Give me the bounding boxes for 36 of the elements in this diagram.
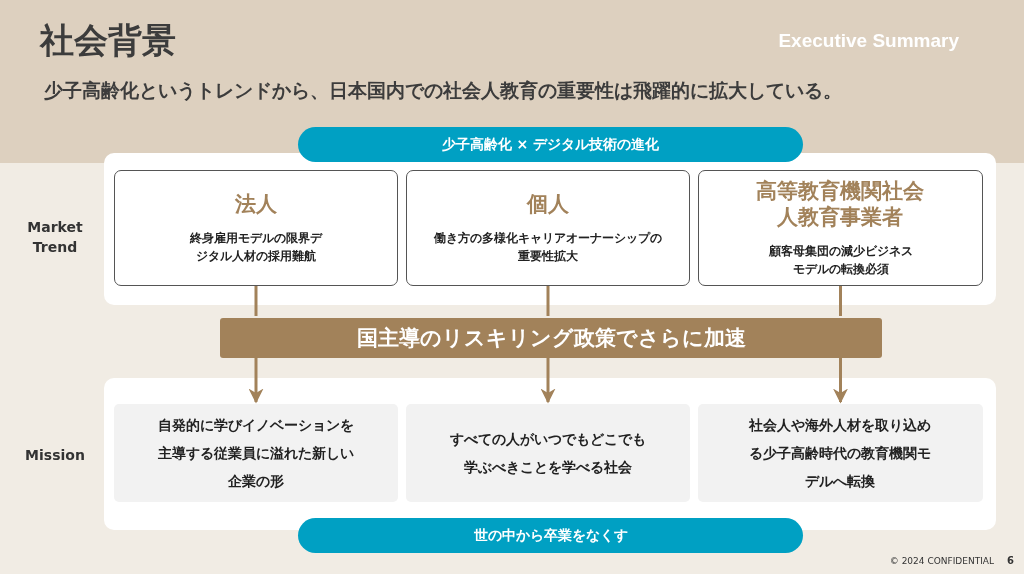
card-text: すべての人がいつでもどこでも学ぶべきことを学べる社会 — [449, 430, 647, 477]
banner-text: 国主導のリスキリング政策でさらに加速 — [356, 325, 746, 352]
arrow — [248, 358, 264, 404]
banner-text: 世の中から卒業をなくす — [473, 526, 628, 545]
trend-card — [114, 170, 398, 286]
row-label: Market Trend — [26, 218, 84, 258]
card-title: 高等教育機関社会人教育事業者 — [755, 177, 926, 231]
theme-banner — [298, 518, 803, 553]
trend-card — [406, 170, 690, 286]
footer-text: © 2024 CONFIDENTIAL — [889, 556, 994, 566]
card-title: 法人 — [235, 190, 277, 218]
card-text: 顧客母集団の減少ビジネスモデルの転換必須 — [767, 243, 914, 279]
page-title: 社会背景 — [40, 19, 176, 62]
mission-card — [406, 404, 690, 502]
row-label: Mission — [24, 447, 86, 463]
connector-line — [254, 286, 258, 316]
trend-card — [698, 170, 983, 286]
connector-line — [546, 286, 550, 316]
card-text: 社会人や海外人材を取り込める少子高齢時代の教育機関モデルへ転換 — [748, 416, 933, 491]
card-text: 自発的に学びイノベーションを主導する従業員に溢れた新しい企業の形 — [157, 416, 355, 491]
mission-card — [114, 404, 398, 502]
mission-card — [698, 404, 983, 502]
connector-line — [839, 286, 842, 316]
banner-text: 少子高齢化 × デジタル技術の進化 — [441, 135, 660, 154]
content-panel — [104, 378, 996, 530]
content-panel — [104, 153, 996, 305]
arrow — [540, 358, 556, 404]
theme-banner — [298, 127, 803, 162]
policy-banner — [220, 318, 882, 358]
card-text: 働き方の多様化キャリアオーナーシップの重要性拡大 — [433, 230, 663, 266]
card-text: 終身雇用モデルの限界デジタル人材の採用難航 — [189, 230, 324, 266]
arrow — [833, 358, 848, 404]
card-title: 個人 — [527, 190, 569, 218]
page-number: 6 — [1007, 555, 1014, 566]
subtitle: 少子高齢化というトレンドから、日本国内での社会人教育の重要性は飛躍的に拡大している。 — [44, 78, 842, 103]
section-label: Executive Summary — [778, 30, 959, 52]
